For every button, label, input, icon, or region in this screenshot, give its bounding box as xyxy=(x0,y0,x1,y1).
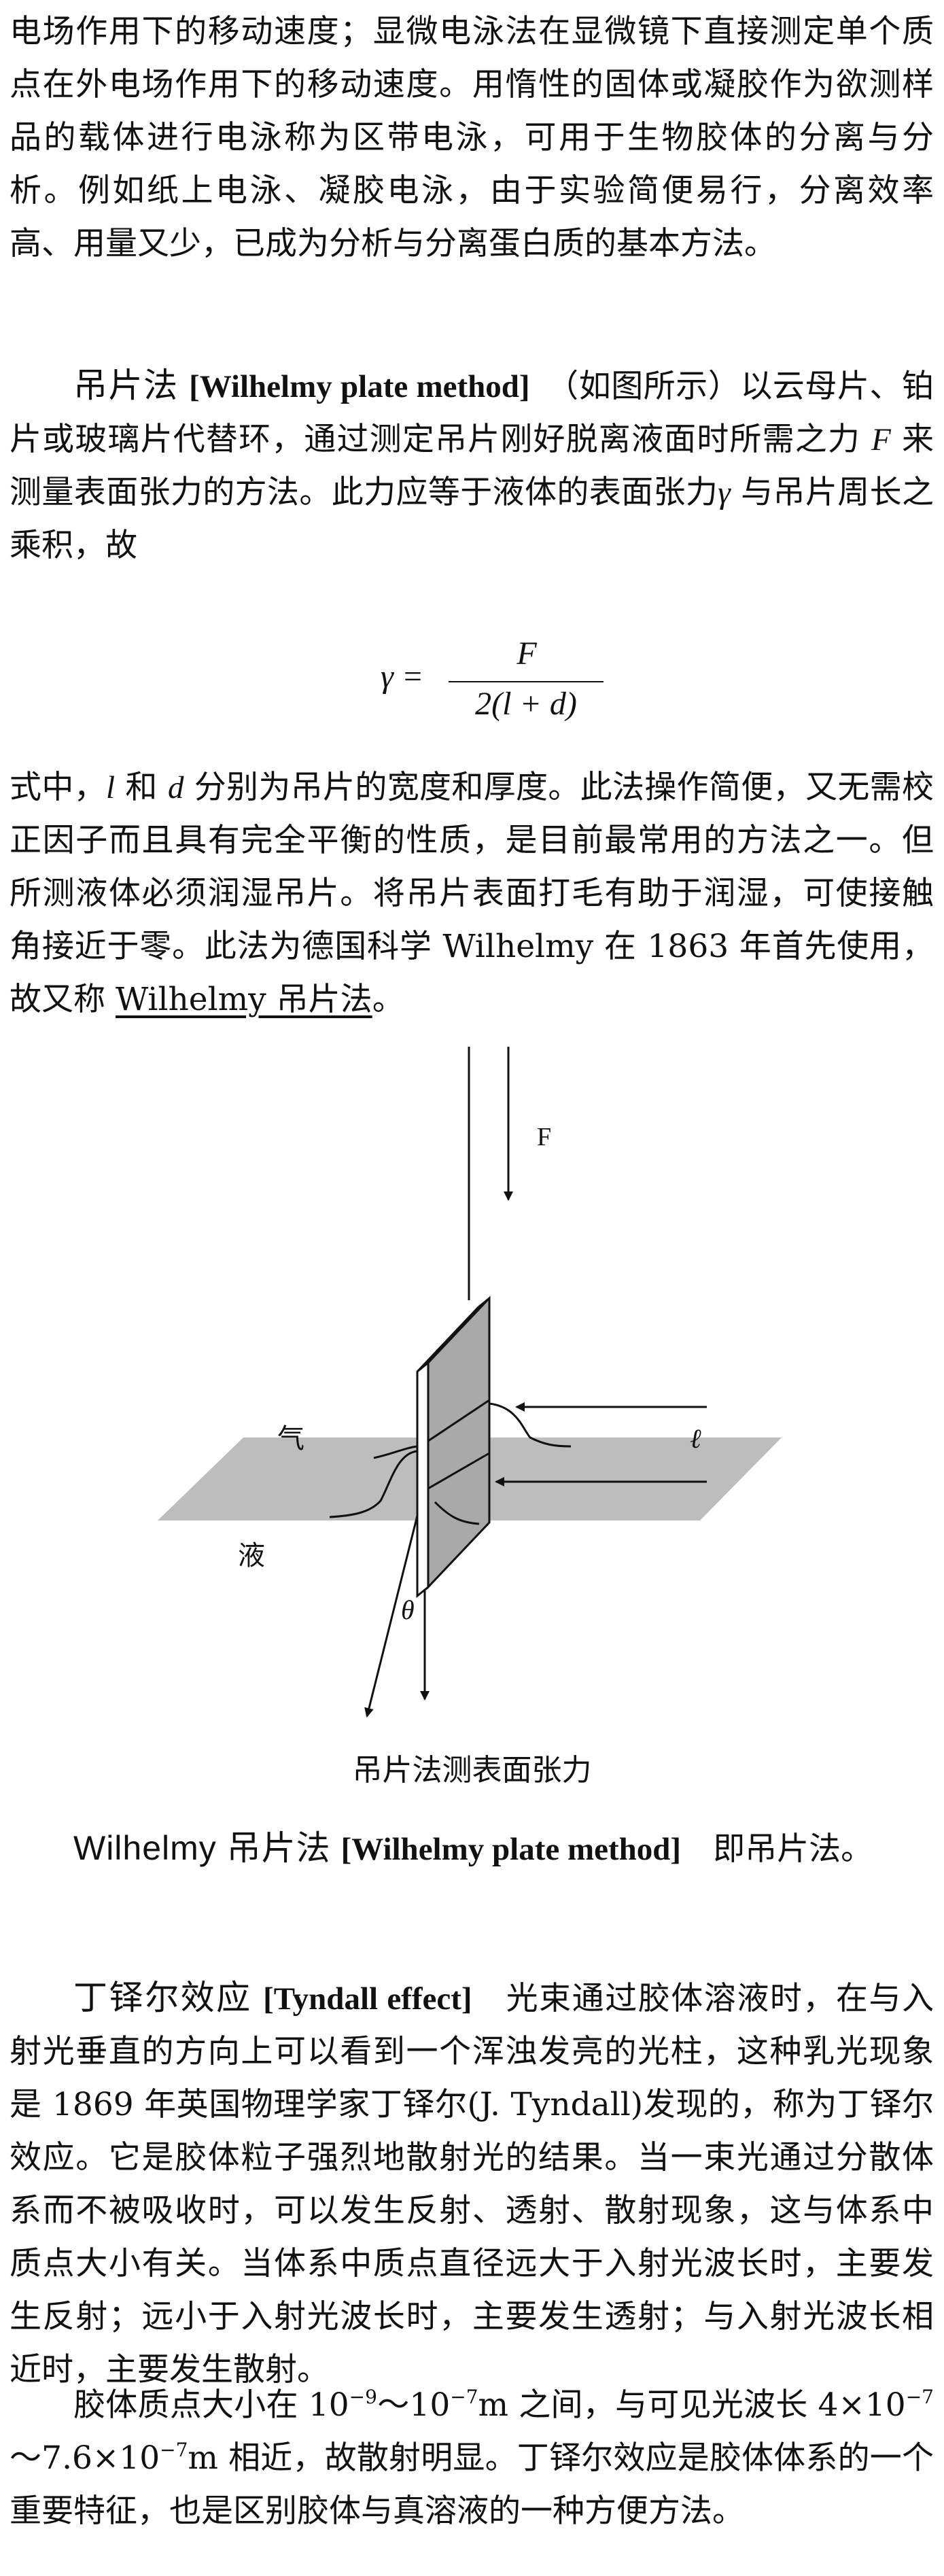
entry-tyndall: 丁铎尔效应 [Tyndall effect] 光束通过胶体溶液时，在与入射光垂直… xyxy=(10,1978,934,2388)
wilhelmy-plate-figure: F 气 液 ℓ θ xyxy=(0,1047,944,1733)
contact-angle-arrow xyxy=(364,1515,419,1718)
meniscus-right xyxy=(489,1402,572,1448)
formula-numerator: F xyxy=(517,636,537,672)
plate-edge xyxy=(416,1360,430,1599)
paragraph-plate-explanation: 式中，l 和 d 分别为吊片的宽度和厚度。此法操作简便，又无需校正因子而且具有完… xyxy=(10,769,934,1018)
formula-denominator: 2(l + d) xyxy=(475,686,577,722)
figure-caption: 吊片法测表面张力 xyxy=(352,1753,592,1788)
entry-term: Wilhelmy 吊片法 xyxy=(73,1829,331,1867)
label-force: F xyxy=(537,1123,551,1151)
label-theta: θ xyxy=(401,1595,415,1625)
cross-reference-link[interactable]: Wilhelmy 吊片法 xyxy=(115,981,372,1018)
meniscus-left xyxy=(329,1450,418,1518)
entry-plate-method: 吊片法 [Wilhelmy plate method] （如图所示）以云母片、铂… xyxy=(10,366,934,564)
entry-term: 丁铎尔效应 xyxy=(73,1978,252,2017)
label-length: ℓ xyxy=(690,1423,701,1454)
label-gas: 气 xyxy=(277,1423,304,1454)
label-liquid: 液 xyxy=(238,1540,265,1571)
plate-face xyxy=(427,1295,491,1590)
paragraph-tyndall-size: 胶体质点大小在 10−9～10−7m 之间，与可见光波长 4×10−7～7.6×… xyxy=(10,2386,934,2530)
entry-wilhelmy: Wilhelmy 吊片法 [Wilhelmy plate method] 即吊片… xyxy=(73,1829,873,1868)
entry-english: [Tyndall effect] xyxy=(263,1981,472,2017)
paragraph-electrophoresis: 电场作用下的移动速度；显微电泳法在显微镜下直接测定单个质点在外电场作用下的移动速… xyxy=(10,13,934,262)
entry-english: [Wilhelmy plate method] xyxy=(340,1832,682,1867)
entry-english: [Wilhelmy plate method] xyxy=(189,369,530,404)
entry-term: 吊片法 xyxy=(73,366,179,405)
formula-lhs: γ = xyxy=(381,659,424,695)
fraction-bar xyxy=(449,681,604,682)
surface-tension-formula: γ = F 2(l + d) xyxy=(381,636,604,734)
plate-diagram: F 气 液 ℓ θ xyxy=(158,1047,782,1718)
